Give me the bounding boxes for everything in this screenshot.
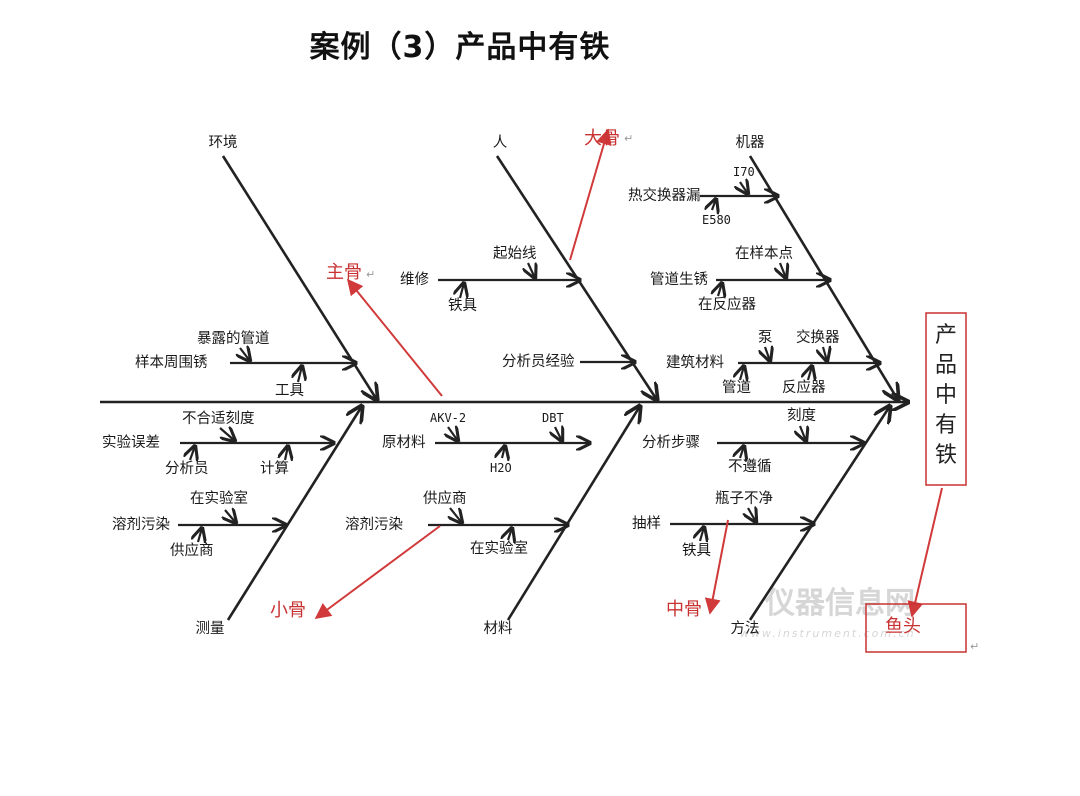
cause-people-repair: 维修	[400, 271, 429, 288]
cause-mach-reactor2: 反应器	[782, 378, 826, 396]
cat-machine: 机器	[736, 134, 765, 151]
fish-head-box	[925, 312, 967, 486]
cause-env-lab: 在实验室	[190, 490, 248, 507]
annot-main-bone: 主骨	[326, 262, 362, 283]
cat-measure: 测量	[196, 620, 225, 637]
annot-head-arrow	[907, 487, 943, 618]
cause-mach-pump: 泵	[758, 330, 773, 346]
cause-mat-supplier: 供应商	[423, 489, 467, 507]
head-char-4: 有	[935, 413, 957, 438]
cause-meth-steps: 分析步骤	[642, 434, 700, 451]
cause-env-lower1b: 实验误差	[102, 434, 160, 451]
cause-people-exp: 分析员经验	[502, 353, 575, 370]
bone-method	[748, 406, 890, 621]
cause-env-upper1b: 样本周围锈	[135, 354, 208, 371]
head-char-1: 产	[935, 323, 957, 348]
cause-mach-exchanger: 交换器	[796, 328, 840, 346]
bone-measure	[226, 406, 362, 621]
cause-mach-e580: E580	[702, 213, 731, 227]
head-char-2: 品	[935, 353, 957, 378]
cat-env: 环境	[209, 133, 238, 151]
cause-mach-hx: 热交换器漏	[628, 186, 701, 204]
bone-material	[506, 406, 640, 621]
cause-env-solvent: 溶剂污染	[112, 516, 170, 533]
cause-mat-dbt: DBT	[542, 411, 564, 425]
cause-meth-iron: 铁具	[682, 542, 711, 559]
cause-meth-notfollow: 不遵循	[728, 458, 772, 475]
fish-head-label: 产 品 中 有 铁	[935, 323, 957, 468]
head-char-3: 中	[935, 383, 957, 408]
cause-meth-scale: 刻度	[787, 407, 816, 424]
cat-method: 方法	[731, 620, 760, 637]
cause-env-calc: 计算	[260, 460, 289, 477]
svg-text:↵: ↵	[366, 268, 375, 281]
cause-meth-dirty: 瓶子不净	[715, 490, 773, 507]
cause-mach-pipe2: 管道	[722, 379, 751, 396]
cause-env-supplier: 供应商	[170, 541, 214, 559]
fish-head-annot-box	[865, 603, 967, 653]
cause-env-analyst: 分析员	[165, 460, 209, 477]
svg-text:↵: ↵	[624, 132, 633, 145]
cause-mach-reactor: 在反应器	[698, 295, 756, 313]
head-char-5: 铁	[935, 443, 957, 468]
watermark-url: www.instrument.com.cn	[740, 627, 916, 640]
cause-mach-build: 建筑材料	[666, 354, 724, 371]
annot-main-arrow	[346, 278, 443, 397]
annot-big-arrow	[569, 128, 612, 261]
cat-material: 材料	[484, 620, 513, 637]
svg-text:↵: ↵	[970, 640, 979, 653]
fishbone-svg: 仪器信息网 www.instrument.com.cn 产 品 中 有 铁 环境…	[100, 128, 979, 653]
cause-mach-i70: I70	[733, 165, 755, 179]
cause-mat-raw: 原材料	[382, 434, 426, 451]
cause-mat-lab: 在实验室	[470, 540, 528, 557]
cause-people-iron: 铁具	[448, 297, 477, 314]
cause-meth-sampling: 抽样	[632, 515, 661, 532]
cause-mat-solvent: 溶剂污染	[345, 516, 403, 533]
annot-small-bone: 小骨	[270, 600, 306, 621]
annot-mid-arrow	[704, 519, 729, 615]
annot-mid-bone: 中骨	[666, 599, 702, 620]
cause-mat-akv: AKV-2	[430, 411, 466, 425]
fishbone-diagram: 仪器信息网 www.instrument.com.cn 产 品 中 有 铁 环境…	[90, 110, 1015, 670]
annot-small-arrow	[314, 525, 441, 619]
annot-fish-head: 鱼头	[885, 616, 921, 637]
cause-env-upper1: 暴露的管道	[197, 330, 270, 347]
cause-mat-h2o: H2O	[490, 461, 512, 475]
cause-people-start: 起始线	[493, 245, 537, 262]
annot-big-bone: 大骨	[584, 128, 620, 149]
cat-people: 人	[493, 134, 508, 151]
cause-env-tool: 工具	[275, 383, 304, 399]
cause-mach-pipe: 管道生锈	[650, 271, 708, 288]
cause-env-lower1: 不合适刻度	[182, 410, 255, 427]
page-title: 案例（3）产品中有铁	[309, 30, 611, 65]
cause-mach-sample: 在样本点	[735, 245, 793, 262]
